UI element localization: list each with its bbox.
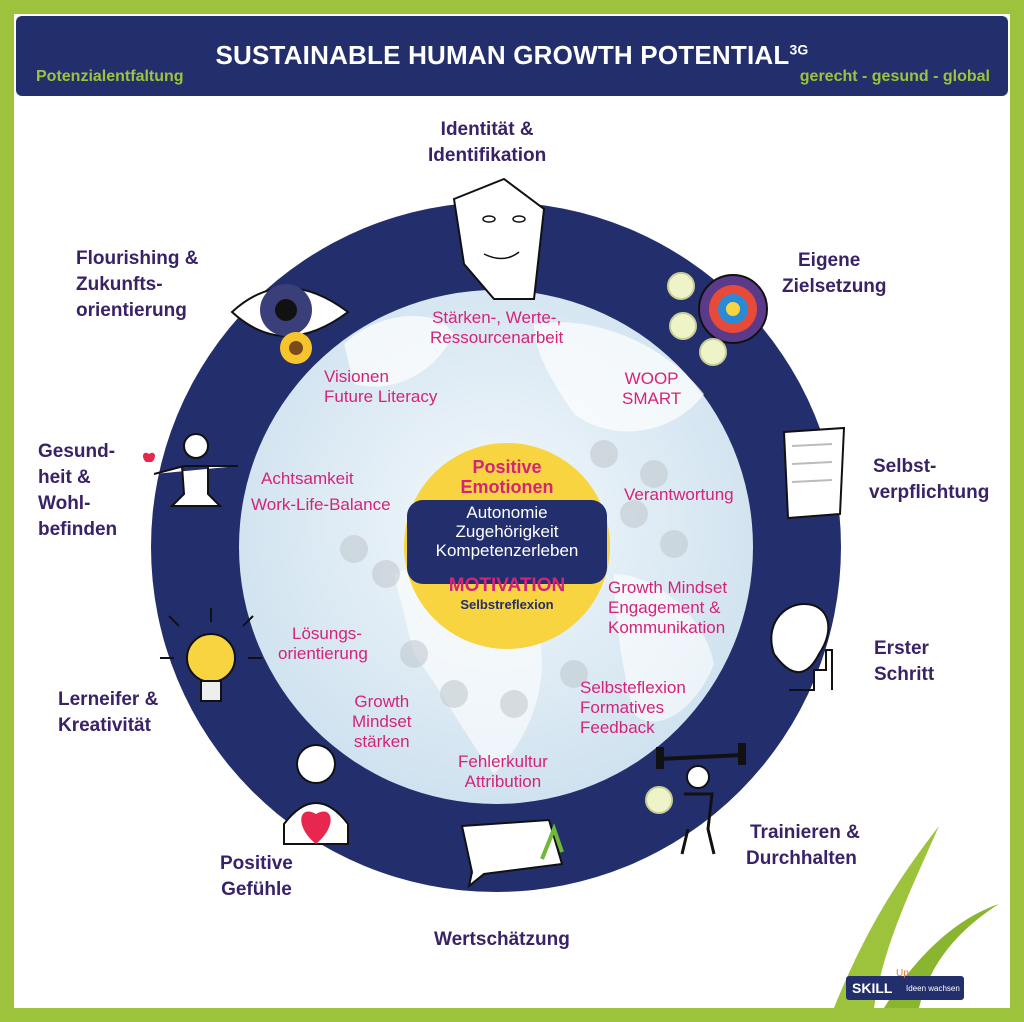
label-wertschaetzung: Wertschätzung	[434, 929, 570, 950]
label-trainieren: Trainieren &Durchhalten	[746, 822, 860, 869]
grass-decoration	[834, 826, 939, 1008]
header-bar: SUSTAINABLE HUMAN GROWTH POTENTIAL3G Pot…	[16, 16, 1008, 96]
label-identitaet: Identität &Identifikation	[428, 119, 547, 166]
page-title: SUSTAINABLE HUMAN GROWTH POTENTIAL3G	[215, 40, 809, 70]
logo-tagline: Ideen wachsen	[906, 984, 960, 993]
scroll-icon	[782, 426, 846, 520]
label-gesundheit: Gesund-heit &Wohl-befinden	[38, 441, 118, 540]
label-loesungsorientierung: Lösungs-orientierung	[278, 624, 368, 663]
center-motivation: MOTIVATION	[448, 575, 566, 596]
diagram-canvas: SUSTAINABLE HUMAN GROWTH POTENTIAL3G Pot…	[14, 14, 1010, 1008]
header-left-subtitle: Potenzialentfaltung	[36, 68, 184, 85]
label-lerneifer: Lerneifer &Kreativität	[58, 689, 159, 736]
speech-bubble-icon	[460, 818, 564, 889]
label-staerken: Stärken-, Werte-,Ressourcenarbeit	[430, 308, 564, 347]
logo-sup: Up	[896, 968, 909, 979]
header-right-subtitle: gerecht - gesund - global	[799, 68, 990, 85]
lightbulb-icon	[160, 608, 262, 702]
face-icon	[452, 177, 546, 300]
label-verantwortung: Verantwortung	[624, 485, 734, 504]
continent-shape	[344, 315, 454, 387]
logo: SKILL Up Ideen wachsen	[850, 968, 962, 998]
continent-shape-2	[534, 322, 704, 432]
circle-diagram	[142, 177, 999, 1008]
heart-person-icon	[283, 744, 349, 845]
center-box	[407, 500, 607, 584]
people-silhouettes	[340, 440, 688, 718]
label-selbstverpflichtung: Selbst-verpflichtung	[869, 456, 990, 503]
center-selbstreflexion: Selbstreflexion	[460, 597, 554, 612]
target-icon	[667, 272, 768, 366]
label-flourishing: Flourishing &Zukunfts-orientierung	[76, 248, 199, 321]
meditation-icon	[142, 433, 238, 507]
weightlifter-icon	[645, 743, 746, 855]
eye-sunflower-icon	[230, 284, 350, 364]
continent-shape-4	[614, 574, 714, 722]
logo-box	[846, 976, 964, 1000]
footprint-icon	[770, 602, 833, 691]
logo-brand: SKILL	[852, 980, 893, 996]
